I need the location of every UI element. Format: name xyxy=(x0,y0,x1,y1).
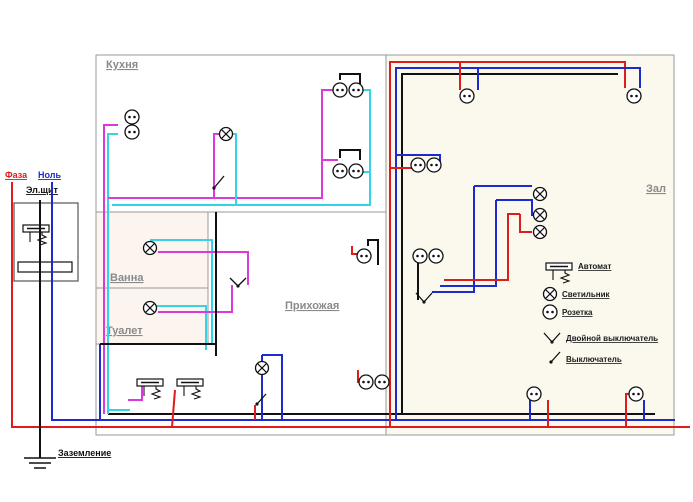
hall-socket-icon xyxy=(459,88,475,104)
bath-double-switch-icon xyxy=(229,277,247,288)
phase-feed-wire xyxy=(11,182,92,428)
room-label-kitchen: Кухня xyxy=(106,59,138,71)
neutral-label: Ноль xyxy=(38,170,61,180)
hallway-lamp-icon xyxy=(254,360,270,376)
kitchen-socket-icon xyxy=(348,82,364,98)
kitchen-socket-ground-top xyxy=(339,73,361,84)
kitchen-socket-icon xyxy=(348,163,364,179)
legend-switch-icon xyxy=(549,351,561,364)
room-bath-toilet xyxy=(95,211,209,345)
kitchen-socket-ground-mid xyxy=(339,149,361,160)
hall-socket-icon xyxy=(628,386,644,402)
kitchen-socket-icon xyxy=(332,82,348,98)
toilet-lamp-icon xyxy=(142,300,158,316)
legend-double-switch-icon xyxy=(543,332,561,344)
hall-socket-icon xyxy=(374,374,390,390)
hall-mid-socket-neutral xyxy=(396,154,441,162)
toilet-lamp-neutral xyxy=(150,305,207,350)
electrical-panel xyxy=(13,202,79,282)
hall-socket-icon xyxy=(412,248,428,264)
room-label-hallway: Прихожая xyxy=(285,300,339,312)
room-label-toilet: Туалет xyxy=(106,325,143,337)
panel-breaker-icon xyxy=(22,224,50,246)
kitchen-neutral-riser xyxy=(107,133,118,414)
legend: Автомат Светильник Розетка Двойной выклю… xyxy=(542,262,658,364)
hall-lamps-neutral xyxy=(432,185,532,293)
hall-lamp-icon xyxy=(532,186,548,202)
room-label-bath: Ванна xyxy=(110,272,144,284)
hall-socket-icon xyxy=(410,157,426,173)
hall-socket-icon xyxy=(358,374,374,390)
legend-socket-label: Розетка xyxy=(562,308,593,317)
legend-double-switch-label: Двойной выключатель xyxy=(566,334,658,343)
kitchen-phase-riser xyxy=(103,124,118,414)
bath-lamp-phase xyxy=(158,251,249,285)
kitchen-socket-icon xyxy=(124,124,140,140)
hallway-switch-icon xyxy=(255,393,267,406)
breaker-1-out xyxy=(128,382,143,401)
hall-socket-icon xyxy=(428,248,444,264)
kitchen-lamp-icon xyxy=(218,126,234,142)
bath-lamp-icon xyxy=(142,240,158,256)
hall-lamps-neutral-2 xyxy=(440,199,533,287)
hall-socket-icon xyxy=(356,248,372,264)
bath-lamp-neutral xyxy=(150,239,213,345)
legend-switch-label: Выключатель xyxy=(566,355,622,364)
ground-symbol-icon xyxy=(24,457,56,469)
room-hall xyxy=(385,54,675,436)
hall-neutral-trunk xyxy=(395,67,641,420)
toilet-lamp-phase xyxy=(158,285,233,313)
ground-label: Заземление xyxy=(58,448,111,458)
hall-socket-icon xyxy=(626,88,642,104)
hall-socket-icon xyxy=(426,157,442,173)
kitchen-socket-icon xyxy=(124,109,140,125)
hall-lamp-icon xyxy=(532,224,548,240)
kitchen-socket-icon xyxy=(332,163,348,179)
panel-busbar xyxy=(17,261,73,273)
toilet-ground-run xyxy=(100,343,217,356)
panel-board-label: Эл.щит xyxy=(26,185,59,195)
neutral-feed-wire xyxy=(51,182,100,421)
hall-phase-trunk xyxy=(389,61,626,427)
legend-lamp-label: Светильник xyxy=(562,290,611,299)
legend-socket-icon xyxy=(542,304,558,320)
hallway-lamp-return xyxy=(262,354,283,420)
legend-lamp-icon xyxy=(542,286,558,302)
hall-double-switch-icon xyxy=(415,292,433,304)
hall-socket-icon xyxy=(526,386,542,402)
legend-breaker-label: Автомат xyxy=(578,262,611,271)
hall-lamps-phase xyxy=(444,213,532,281)
hall-left-socket-ground xyxy=(367,239,379,265)
hall-ground-trunk xyxy=(401,73,618,414)
kitchen-switch-icon xyxy=(212,175,225,190)
phase-label: Фаза xyxy=(5,170,28,180)
hall-lamp-icon xyxy=(532,207,548,223)
breaker-feed-neutral xyxy=(107,355,130,411)
room-label-hall: Зал xyxy=(646,183,666,195)
breaker-2-out xyxy=(171,389,176,428)
